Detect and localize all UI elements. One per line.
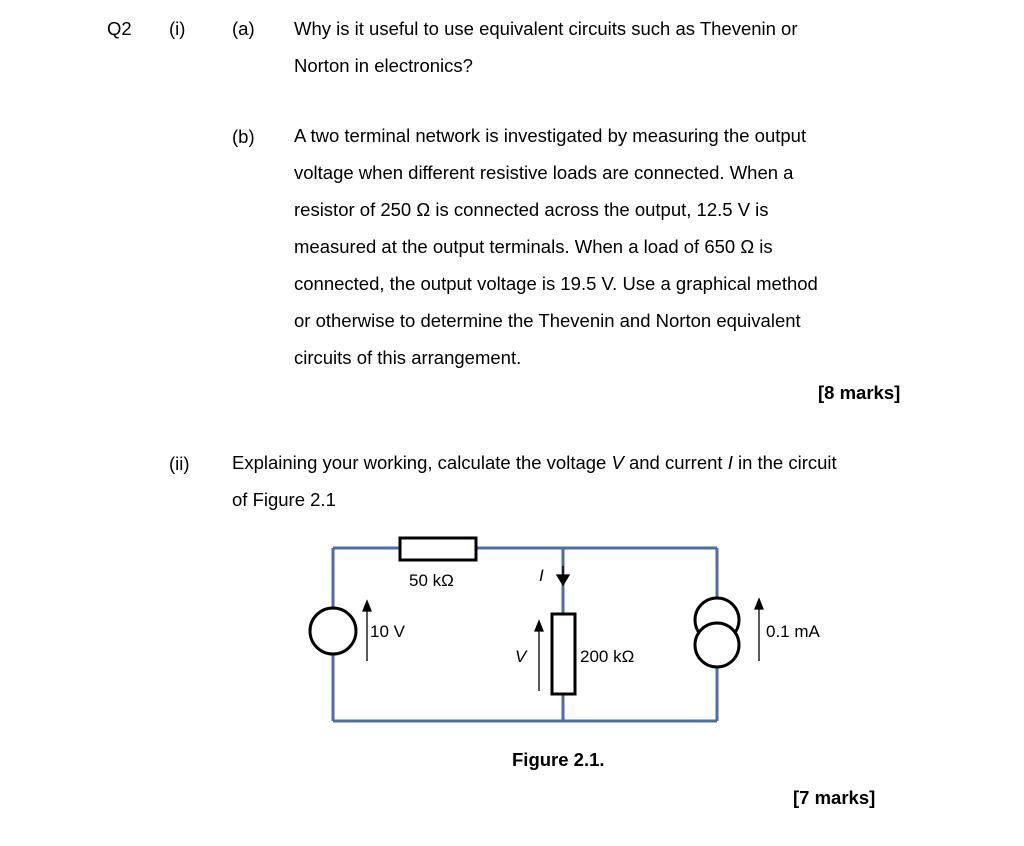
var-v: V	[611, 452, 624, 473]
question-number: Q2	[107, 18, 132, 39]
figure-caption: Figure 2.1.	[512, 749, 605, 770]
part-b-line: voltage when different resistive loads a…	[294, 162, 794, 183]
part-a-line: Why is it useful to use equivalent circu…	[294, 18, 798, 39]
part-ii-marks: [7 marks]	[793, 787, 876, 808]
resistor-200k	[550, 612, 577, 696]
part-b-text: A two terminal network is investigated b…	[294, 117, 818, 376]
label-source-v: 10 V	[370, 622, 405, 641]
part-b-line: resistor of 250 Ω is connected across th…	[294, 199, 769, 220]
part-ii-line: of Figure 2.1	[232, 489, 336, 510]
part-a-label: (a)	[232, 18, 255, 39]
resistor-50k	[398, 536, 478, 562]
part-b-line: measured at the output terminals. When a…	[294, 236, 773, 257]
label-source-i: 0.1 mA	[766, 622, 820, 641]
label-r2: 200 kΩ	[580, 647, 635, 666]
part-b-marks: [8 marks]	[818, 382, 901, 403]
voltage-source	[308, 606, 358, 656]
part-i-label: (i)	[169, 18, 186, 39]
part-ii-text: Explaining your working, calculate the v…	[232, 444, 837, 518]
part-ii-line: Explaining your working, calculate the v…	[232, 444, 837, 481]
part-ii-text-post: in the circuit	[732, 452, 837, 473]
part-a-text: Why is it useful to use equivalent circu…	[294, 10, 798, 84]
label-r1: 50 kΩ	[409, 571, 454, 590]
part-b-label: (b)	[232, 126, 255, 147]
part-ii-text-pre: Explaining your working, calculate the v…	[232, 452, 612, 473]
label-voltage: V	[515, 647, 527, 666]
part-b-line: A two terminal network is investigated b…	[294, 125, 807, 146]
part-b-line: connected, the output voltage is 19.5 V.…	[294, 273, 818, 294]
part-ii-text-mid: and current	[623, 452, 728, 473]
current-source-lower-ring	[693, 621, 741, 669]
part-ii-label: (ii)	[169, 453, 190, 474]
part-b-line: circuits of this arrangement.	[294, 347, 522, 368]
var-i: I	[727, 452, 733, 473]
part-a-line: Norton in electronics?	[294, 55, 473, 76]
part-b-line: or otherwise to determine the Thevenin a…	[294, 310, 801, 331]
label-current: I	[539, 566, 544, 585]
